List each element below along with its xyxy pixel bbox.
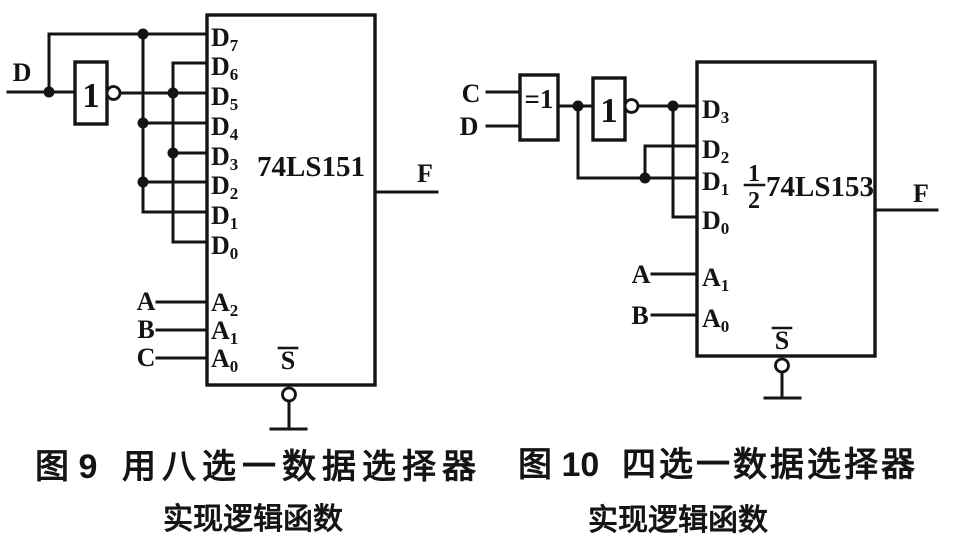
fig10-pin-d2: D2 xyxy=(702,135,729,167)
figure9-caption-subtitle: 实现逻辑函数 xyxy=(163,503,343,536)
fig10-pin-a0: A0 xyxy=(702,304,729,336)
fig10-strobe-bubble-icon xyxy=(774,357,790,374)
fig9-select-c-label: C xyxy=(137,343,156,372)
junction-dot xyxy=(572,100,584,112)
junction-dot xyxy=(137,28,149,40)
fig9-chip-label: 74LS151 xyxy=(257,151,365,183)
fig10-input-d-label: D xyxy=(460,112,479,141)
fig10-chip-fraction-denominator: 2 xyxy=(748,188,760,214)
junction-dot xyxy=(43,86,55,98)
figure9-caption-number: 图 9 xyxy=(35,448,98,486)
fig9-pin-a2: A2 xyxy=(211,288,238,320)
fig10-xor-gate xyxy=(518,73,560,142)
junction-dot xyxy=(167,147,179,159)
fig9-pin-d0: D0 xyxy=(211,231,238,263)
fig9-output-f-label: F xyxy=(417,159,433,188)
fig10-xor-label: =1 xyxy=(525,84,554,114)
fig9-select-b-label: B xyxy=(137,315,154,344)
figure10-caption-title: 四选一数据选择器 xyxy=(622,446,918,484)
figure9-caption-title: 用八选一数据选择器 xyxy=(122,448,482,486)
junction-dot xyxy=(639,172,651,184)
fig9-select-a-label: A xyxy=(137,287,156,316)
fig10-inverter-bubble-icon xyxy=(623,98,640,114)
fig9-strobe-label: S xyxy=(281,346,295,375)
figure10-caption-subtitle: 实现逻辑函数 xyxy=(588,504,768,537)
fig9-pin-a1: A1 xyxy=(211,316,238,348)
figure9-diagram: 1 74LS151 D F A B C D7 D6 D5 D4 D3 D2 D1 xyxy=(6,13,439,431)
fig10-chip-body xyxy=(695,60,877,358)
fig9-pin-d4: D4 xyxy=(211,112,239,144)
figure10-diagram: =1 1 1 2 74LS153 C D F A B D3 D2 D1 xyxy=(460,60,939,400)
fig10-inverter-label: 1 xyxy=(600,91,618,130)
fig10-pin-d3: D3 xyxy=(702,95,729,127)
fig9-pin-a0: A0 xyxy=(211,344,238,376)
fig9-inverter-bubble-icon xyxy=(105,85,122,101)
figure10-caption-number: 图 10 xyxy=(518,446,600,484)
fig10-pin-a1: A1 xyxy=(702,263,729,295)
fig9-pin-d5: D5 xyxy=(211,82,238,114)
junction-dot xyxy=(667,100,679,112)
fig10-pin-d1: D1 xyxy=(702,167,729,199)
junction-dot xyxy=(137,117,149,129)
fig10-pin-d0: D0 xyxy=(702,206,729,238)
fig10-chip-label: 74LS153 xyxy=(766,171,874,203)
fig10-input-c-label: C xyxy=(462,79,481,108)
fig10-select-b-label: B xyxy=(631,301,648,330)
fig10-select-a-label: A xyxy=(632,260,651,289)
fig9-strobe-bubble-icon xyxy=(281,386,297,403)
fig9-inverter-label: 1 xyxy=(82,76,100,115)
fig9-pin-d1: D1 xyxy=(211,201,238,233)
junction-dot xyxy=(167,87,179,99)
fig10-strobe-label: S xyxy=(775,326,789,355)
fig9-pin-d3: D3 xyxy=(211,142,238,174)
fig10-chip-fraction-numerator: 1 xyxy=(748,161,760,187)
fig9-chip-body xyxy=(205,13,377,387)
fig9-input-d-label: D xyxy=(13,58,32,87)
junction-dot xyxy=(137,176,149,188)
fig9-pin-d7: D7 xyxy=(211,23,239,55)
fig9-pin-d2: D2 xyxy=(211,171,238,203)
fig10-output-f-label: F xyxy=(913,179,929,208)
fig9-pin-d6: D6 xyxy=(211,52,238,84)
